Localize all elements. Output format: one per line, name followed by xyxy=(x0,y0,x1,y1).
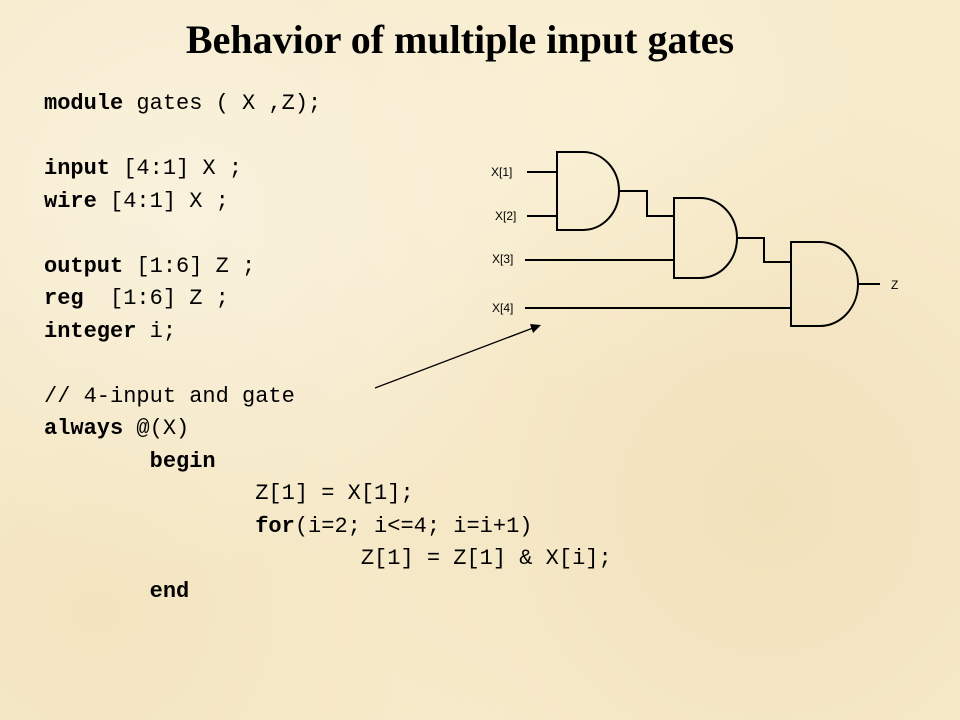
code-line: end xyxy=(44,576,612,609)
code-keyword: end xyxy=(149,578,190,604)
code-text xyxy=(44,449,150,474)
code-line: begin xyxy=(44,446,612,479)
code-text: [1:6] Z ; xyxy=(123,253,256,279)
code-text xyxy=(44,579,150,604)
code-text: Z[1] = X[1]; xyxy=(44,481,414,506)
code-line: // 4-input and gate xyxy=(44,381,612,414)
code-text: // 4-input and gate xyxy=(44,383,295,409)
code-line xyxy=(44,121,612,154)
code-line: always @(X) xyxy=(44,413,612,446)
code-line: wire [4:1] X ; xyxy=(44,186,612,219)
code-line: for(i=2; i<=4; i=i+1) xyxy=(44,511,612,544)
code-text: [4:1] X ; xyxy=(96,188,229,214)
code-text: @(X) xyxy=(123,416,190,441)
code-line: input [4:1] X ; xyxy=(44,153,612,186)
code-text: gates ( X ,Z); xyxy=(123,91,322,116)
code-keyword: module xyxy=(44,91,124,116)
verilog-code-block: module gates ( X ,Z);input [4:1] X ;wire… xyxy=(44,88,612,608)
code-line xyxy=(44,218,612,251)
code-keyword: integer xyxy=(44,318,137,344)
code-text: [1:6] Z ; xyxy=(83,286,229,311)
code-line: output [1:6] Z ; xyxy=(44,251,612,284)
code-text: Z[1] = Z[1] & X[i]; xyxy=(44,546,612,571)
code-text: (i=2; i<=4; i=i+1) xyxy=(294,513,533,539)
code-text: [4:1] X ; xyxy=(110,156,243,181)
code-line: module gates ( X ,Z); xyxy=(44,88,612,121)
code-keyword: reg xyxy=(44,286,84,311)
and-gate-3 xyxy=(790,241,859,327)
label-z: Z xyxy=(891,278,898,292)
code-keyword: always xyxy=(44,416,124,441)
code-text: i; xyxy=(136,318,177,344)
code-line: Z[1] = Z[1] & X[i]; xyxy=(44,543,612,576)
code-keyword: output xyxy=(44,253,124,279)
code-keyword: begin xyxy=(149,448,216,474)
code-line: Z[1] = X[1]; xyxy=(44,478,612,511)
code-line xyxy=(44,348,612,381)
slide-title: Behavior of multiple input gates xyxy=(185,17,735,62)
wire-g1-g2 xyxy=(619,190,674,217)
code-keyword: for xyxy=(255,513,295,539)
and-gate-2 xyxy=(673,197,738,279)
code-line: integer i; xyxy=(44,316,612,349)
code-keyword: input xyxy=(44,156,111,181)
code-line: reg [1:6] Z ; xyxy=(44,283,612,316)
wire-g2-g3 xyxy=(737,237,791,263)
code-keyword: wire xyxy=(44,188,97,214)
code-text xyxy=(44,514,255,539)
